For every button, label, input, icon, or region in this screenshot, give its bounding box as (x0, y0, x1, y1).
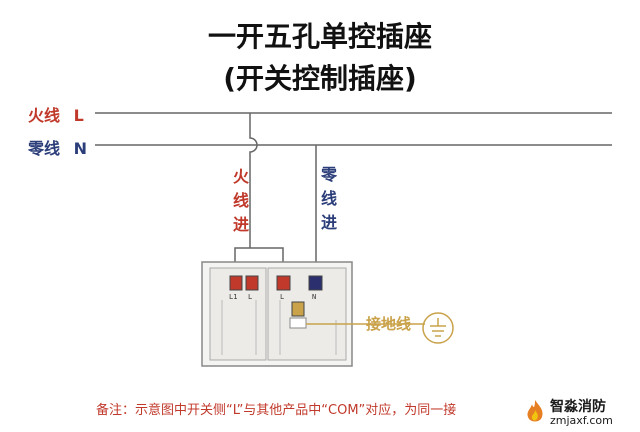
neutral-wire-letter: N (73, 139, 87, 158)
diagram-subtitle: (开关控制插座) (223, 62, 417, 95)
ground-terminal (291, 301, 305, 317)
live-wire-name: 火线 (28, 106, 61, 125)
socket-terminal-n (308, 275, 323, 291)
socket-terminal-l-label: L (280, 293, 285, 301)
site-logo[interactable]: 智淼消防 zmjaxf.com (522, 394, 640, 432)
switch-terminal-l1-label: L1 (229, 293, 238, 301)
footnote: 备注：示意图中开关侧“L”与其他产品中“COM”对应，为同一接 (96, 403, 457, 418)
switch-terminal-l (245, 275, 259, 291)
neutral-in-label: 零 线 进 (320, 165, 337, 232)
diagram-title: 一开五孔单控插座 (207, 20, 432, 53)
socket-terminal-l (276, 275, 291, 291)
ground-wire-label: 接地线 (366, 315, 412, 333)
live-wire-label: 火线 L (28, 102, 84, 126)
logo-name: 智淼消防 (550, 399, 606, 415)
ground-symbol (422, 312, 454, 344)
neutral-wire-name: 零线 (28, 139, 61, 158)
switch-terminal-l1 (229, 275, 243, 291)
logo-url: zmjaxf.com (550, 414, 613, 427)
live-in-wire (249, 113, 258, 248)
flame-icon (527, 400, 543, 422)
live-wire-letter: L (73, 106, 84, 125)
socket-terminal-n-label: N (312, 293, 317, 301)
live-in-label: 火 线 进 (232, 167, 249, 234)
switch-terminal-l-label: L (248, 293, 253, 301)
neutral-wire-label: 零线 N (28, 135, 87, 159)
